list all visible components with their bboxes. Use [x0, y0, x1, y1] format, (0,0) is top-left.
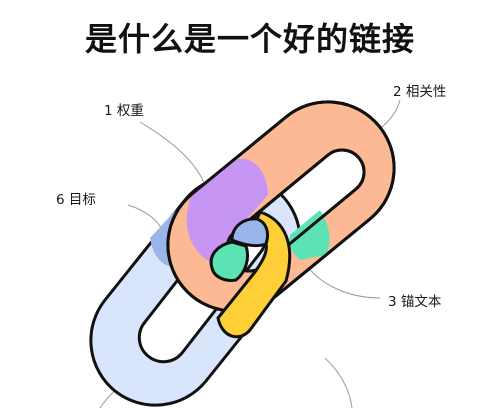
label-relevance: 2 相关性: [393, 84, 447, 100]
leader-line-weight: [139, 121, 206, 186]
label-target: 6 目标: [56, 192, 96, 208]
leader-lines: [99, 99, 401, 408]
label-anchor-text: 3 锚文本: [388, 294, 442, 310]
leader-line-relevance: [377, 99, 401, 131]
interlock-segments: [209, 210, 292, 339]
page-title: 是什么是一个好的链接: [84, 20, 415, 58]
leader-line-bottom-right: [324, 357, 353, 408]
leader-line-anchor: [304, 261, 381, 299]
label-weight: 1 权重: [104, 103, 144, 119]
